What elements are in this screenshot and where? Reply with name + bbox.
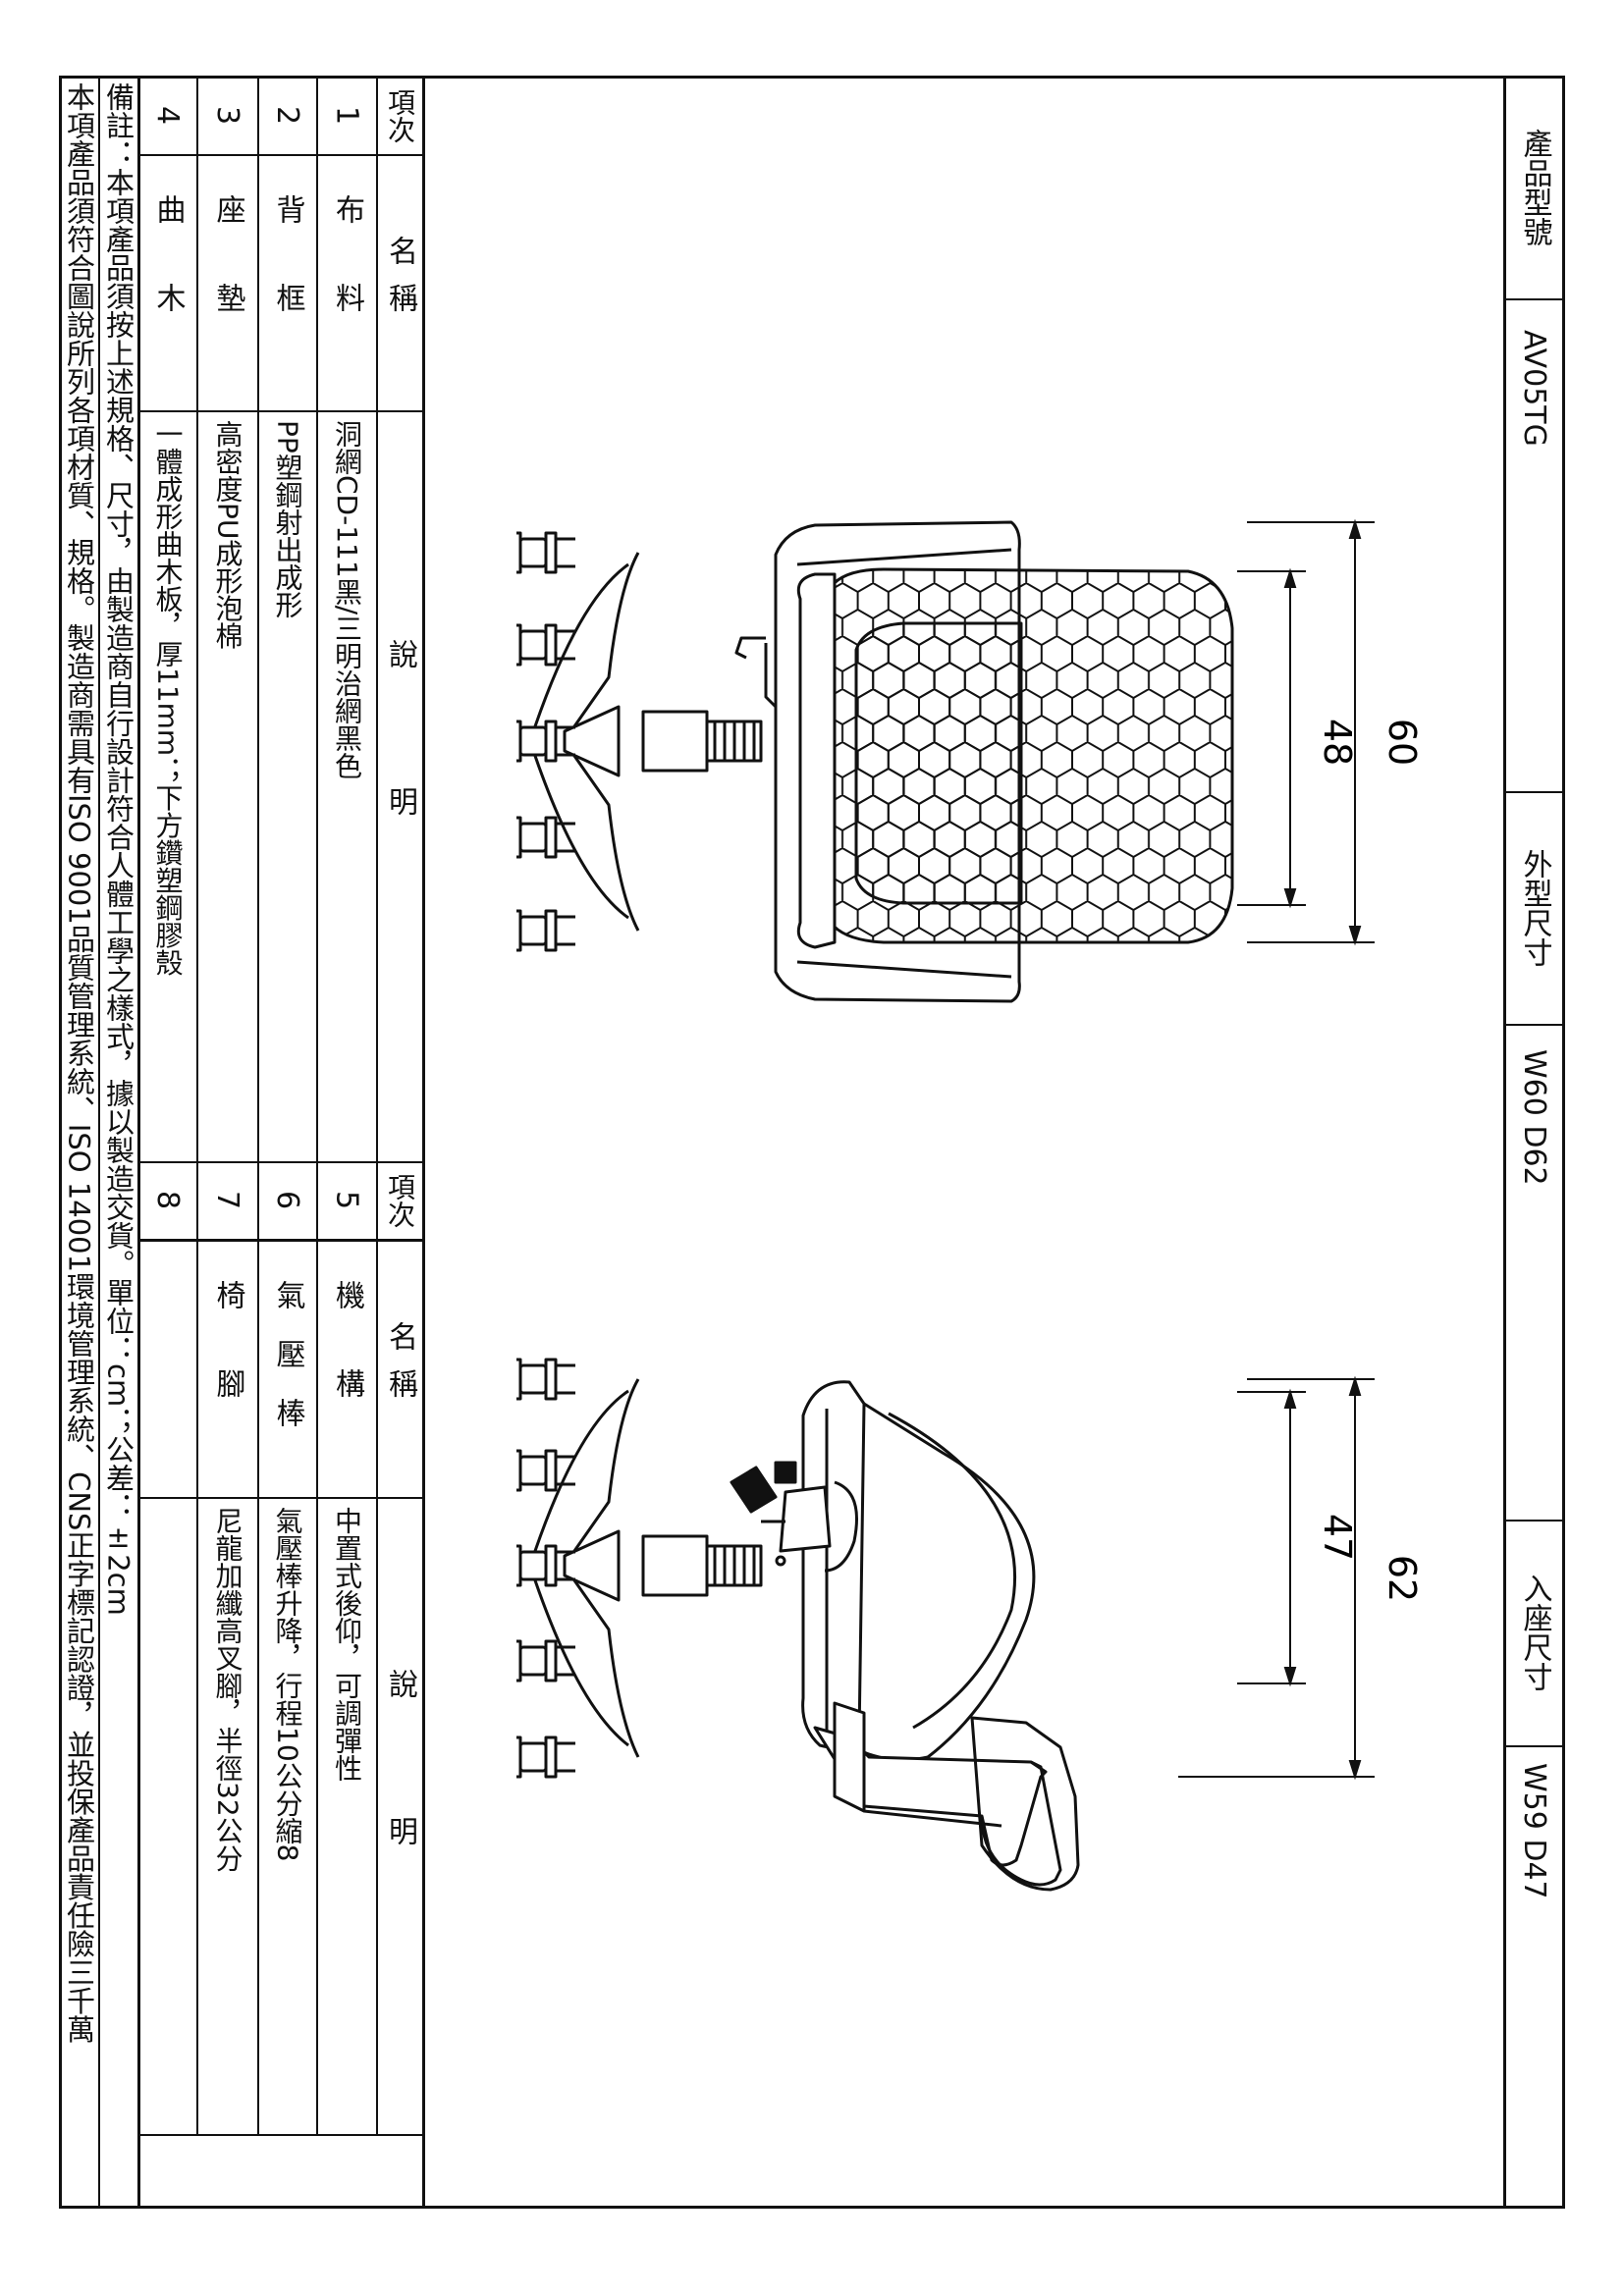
header-item-2: 項次 xyxy=(384,1173,416,1228)
dim-side-seat: 47 xyxy=(1316,1514,1359,1561)
dim-front-total: 60 xyxy=(1380,719,1424,766)
table-right-edge xyxy=(422,76,425,2209)
row7-desc: 尼龍加纖高叉腳，半徑32公分 xyxy=(211,1507,244,1872)
row3-name: 座墊 xyxy=(210,194,245,371)
row5-name: 機構 xyxy=(330,1280,364,1457)
row4-item: 4 xyxy=(150,105,185,126)
outer-size-value: W60 D62 xyxy=(1517,1049,1551,1186)
row7-name: 椅腳 xyxy=(210,1280,245,1457)
row1-item: 1 xyxy=(329,105,364,126)
header-name: 名稱 xyxy=(383,236,417,330)
model-label: 產品型號 xyxy=(1517,129,1552,246)
row3-item: 3 xyxy=(210,105,244,126)
row8-item: 8 xyxy=(150,1191,185,1210)
row7-item: 7 xyxy=(210,1191,244,1210)
row4-name: 曲木 xyxy=(150,194,186,371)
title-block-divider xyxy=(1503,76,1506,2209)
row6-desc: 氣壓棒升降，行程10公分縮8 xyxy=(271,1507,304,1862)
dim-front-back: 48 xyxy=(1316,719,1359,766)
dim-side-total: 62 xyxy=(1380,1555,1424,1602)
note-line-2: 本項產品須符合圖說所列各項材質、規格。製造商需具有ISO 9001品質管理系統、… xyxy=(62,82,96,2044)
side-dimension-lines xyxy=(1178,1375,1375,1781)
row2-item: 2 xyxy=(270,105,304,126)
seat-size-value: W59 D47 xyxy=(1517,1763,1551,1899)
model-value: AV05TG xyxy=(1517,330,1551,447)
header-desc: 說明 xyxy=(383,639,417,934)
row5-desc: 中置式後仰，可調彈性 xyxy=(331,1507,363,1782)
row1-name: 布料 xyxy=(330,194,364,371)
note-line-1: 備註：本項產品須按上述規格、尺寸，由製造商自行設計符合人體工學之樣式，據以製造交… xyxy=(101,82,135,1616)
row5-item: 5 xyxy=(329,1191,364,1210)
row2-name: 背框 xyxy=(270,194,305,371)
row2-desc: PP塑鋼射出成形 xyxy=(271,420,304,618)
front-dimension-lines xyxy=(1237,518,1375,946)
front-view-drawing xyxy=(514,520,1234,1003)
outer-size-label: 外型尺寸 xyxy=(1517,848,1552,967)
outer-frame xyxy=(59,76,1565,2209)
row6-name: 氣壓棒 xyxy=(270,1280,305,1457)
side-view-drawing xyxy=(514,1358,1080,1892)
header-desc-2: 說明 xyxy=(383,1669,417,1963)
row1-desc: 洞網CD-111黑/三明治網黑色 xyxy=(331,420,363,780)
row3-desc: 高密度PU成形泡棉 xyxy=(211,420,244,650)
row6-item: 6 xyxy=(270,1191,304,1210)
row4-desc: 一體成形曲木板，厚11mm；下方鑽塑鋼膠殼 xyxy=(151,420,185,977)
seat-size-label: 入座尺寸 xyxy=(1517,1574,1552,1691)
header-item: 項次 xyxy=(384,87,416,143)
header-name-2: 名稱 xyxy=(383,1321,417,1415)
